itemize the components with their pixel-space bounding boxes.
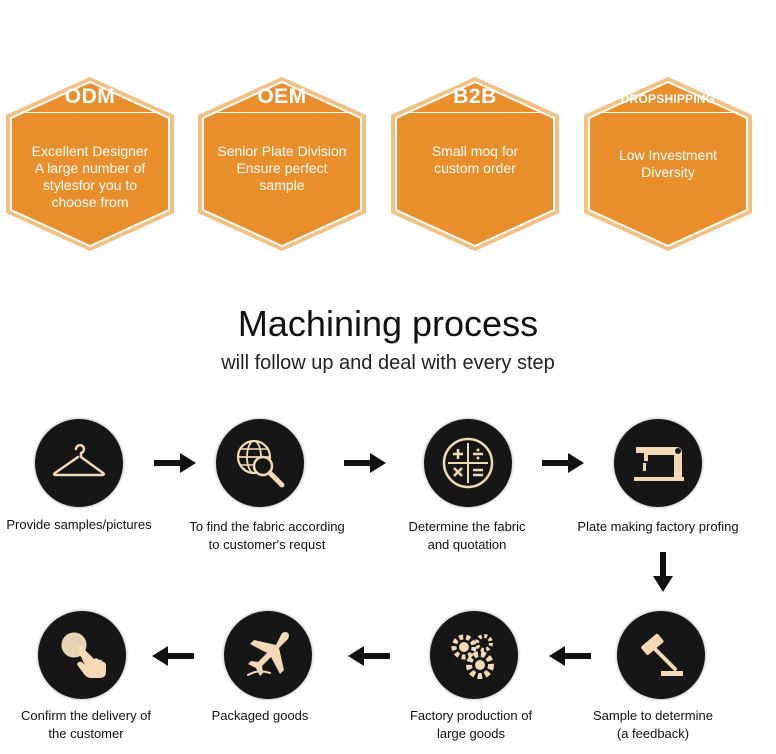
step-6-icon (430, 611, 518, 699)
arrow-left-icon (549, 646, 591, 666)
hanger-icon (52, 443, 106, 477)
pointing-hand-icon (61, 632, 106, 678)
step-5-label: Sample to determine (a feedback) (593, 708, 713, 741)
step-1-icon (35, 419, 123, 507)
step-6-label: Factory production of large goods (409, 708, 533, 741)
step-8-icon (38, 611, 126, 699)
step-3-label: Determine the fabric and quotation (408, 519, 526, 552)
service-hex-dropshipping: DROPSHIPPING Low Investment Diversity (580, 75, 756, 253)
service-hex-b2b: B2B Small moq for custom order (387, 75, 563, 253)
service-description: Small moq for custom order (431, 143, 519, 176)
step-7-icon (224, 611, 312, 699)
divider (405, 112, 545, 113)
arrow-right-icon (154, 453, 196, 473)
divider (20, 112, 160, 113)
process-subtitle: will follow up and deal with every step (221, 352, 555, 374)
service-description: Low Investment Diversity (618, 147, 718, 180)
step-4-label: Plate making factory profing (577, 519, 739, 534)
arrow-right-icon (542, 453, 584, 473)
step-7-label: Packaged goods (211, 708, 309, 723)
service-title: OEM (257, 85, 307, 108)
step-5-icon (617, 611, 705, 699)
service-description: Senior Plate Division Ensure perfect sam… (217, 143, 347, 193)
service-title: DROPSHIPPING (620, 92, 716, 106)
sewing-machine-icon (634, 447, 684, 481)
step-8-label: Confirm the delivery of the customer (20, 708, 152, 741)
globe-magnifier-icon (236, 439, 285, 488)
service-title: ODM (64, 85, 116, 108)
arrow-left-icon (152, 646, 194, 666)
hexagon-shape (6, 77, 174, 251)
service-title: B2B (453, 85, 497, 108)
arrow-down-icon (653, 552, 673, 592)
service-hex-odm: ODM Excellent Designer A large number of… (2, 75, 178, 253)
gears-icon (451, 634, 494, 679)
hexagon-shape (198, 77, 366, 251)
arrow-right-icon (344, 453, 386, 473)
service-description: Excellent Designer A large number of sty… (31, 143, 149, 210)
divider (598, 112, 738, 113)
step-1-label: Provide samples/pictures (6, 517, 152, 532)
hexagon-shape (584, 77, 752, 251)
step-3-icon (424, 419, 512, 507)
process-title: Machining process (237, 303, 539, 344)
divider (212, 112, 352, 113)
hexagon-shape (391, 77, 559, 251)
airplane-icon (247, 632, 289, 676)
step-4-icon (614, 419, 702, 507)
calculator-icon (442, 437, 494, 489)
arrow-left-icon (348, 646, 390, 666)
step-2-icon (216, 419, 304, 507)
step-2-label: To find the fabric according to customer… (189, 519, 345, 552)
gavel-icon (641, 633, 683, 676)
service-hex-oem: OEM Senior Plate Division Ensure perfect… (194, 75, 370, 253)
